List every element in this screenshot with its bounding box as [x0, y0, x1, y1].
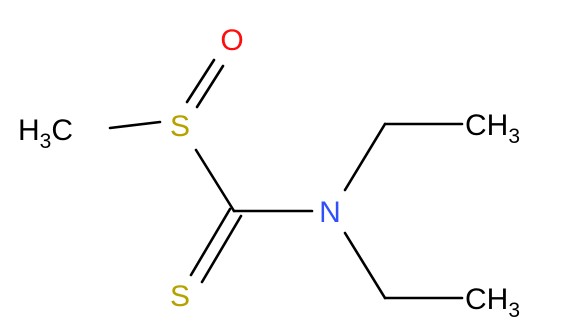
bond-s-c [194, 148, 236, 213]
atom-thione-s: S [170, 280, 190, 313]
bond-s-o-a [185, 58, 216, 104]
bond-c-s-thione-b [200, 214, 243, 284]
atom-oxygen: O [220, 24, 243, 57]
atom-ch3-top: CH3 [465, 109, 520, 148]
atom-ch3-left: H3C [18, 114, 73, 153]
bond-s-o-b [195, 64, 225, 109]
bond-n-ch2-top [343, 122, 387, 192]
atom-ch3-bottom: CH3 [465, 283, 520, 322]
bond-n-ch2-bottom [343, 231, 387, 300]
atom-nitrogen: N [319, 196, 341, 229]
bond-c-s-thione-a [189, 207, 232, 277]
bond-ch3-s [108, 120, 162, 130]
atom-sulfinyl-s: S [170, 110, 190, 143]
